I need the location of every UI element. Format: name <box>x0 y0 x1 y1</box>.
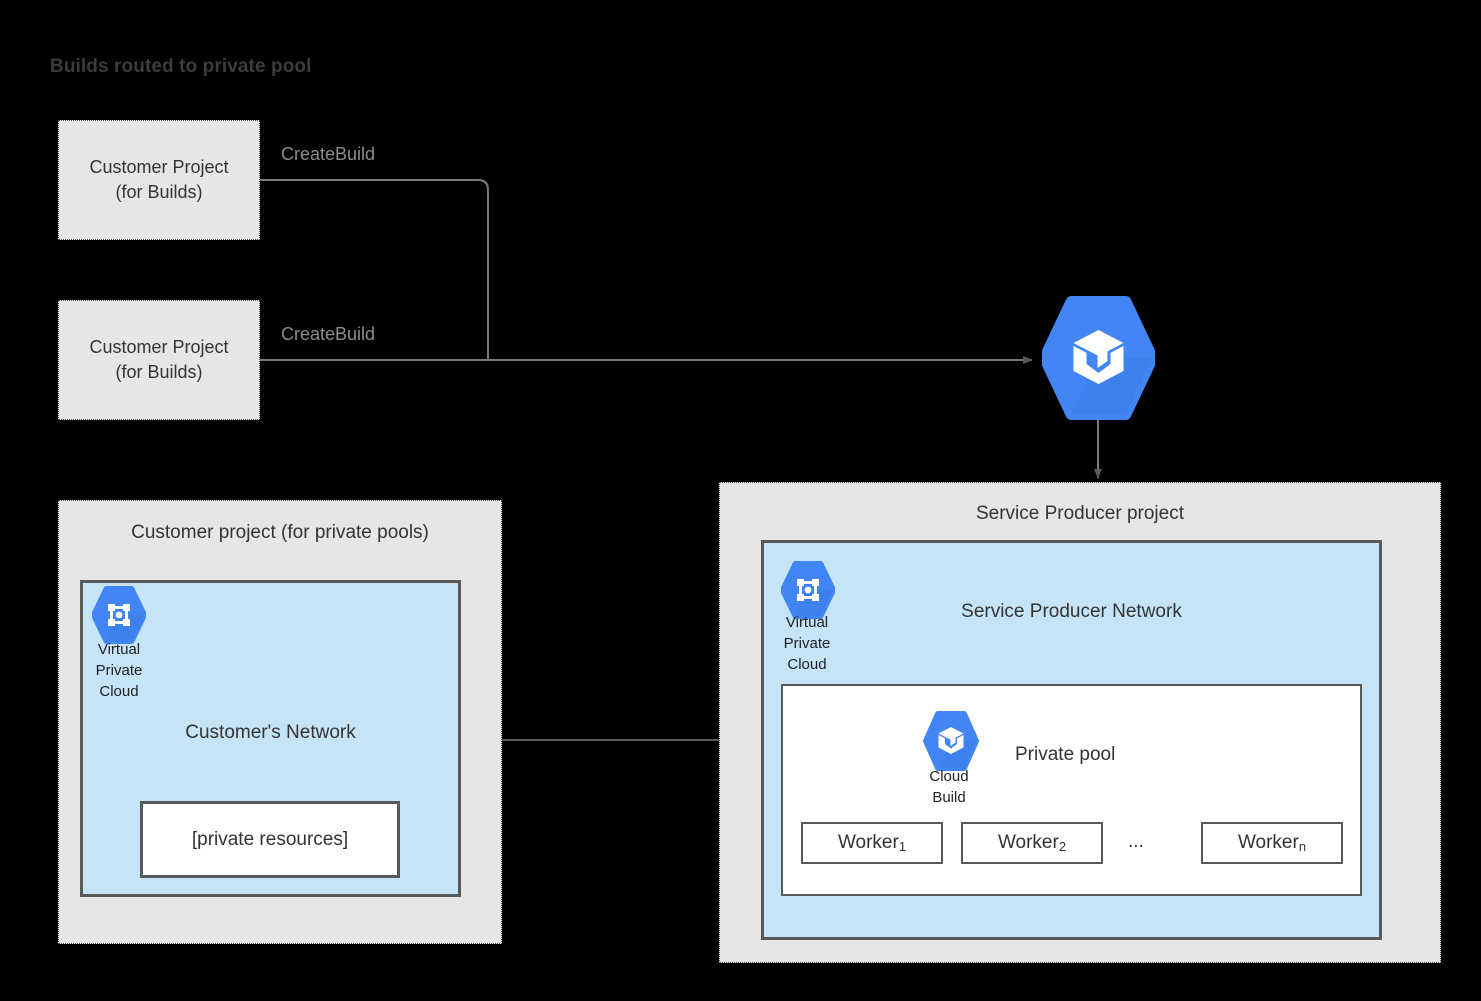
customer-project-build-box-2[interactable]: Customer Project (for Builds) <box>58 300 260 420</box>
vpc-caption-line-3: Cloud <box>99 683 139 700</box>
customers-network-title: Customer's Network <box>185 722 356 743</box>
createbuild-label-1: CreateBuild <box>281 144 376 164</box>
createbuild-label-2: CreateBuild <box>281 324 376 344</box>
cloud-build-caption-line-2: Build <box>932 789 966 806</box>
worker-label: Worker <box>837 832 899 853</box>
page-title: Builds routed to private pool <box>50 56 312 77</box>
service-producer-panel-title: Service Producer project <box>975 503 1185 524</box>
customer-project-build-box-1-line1: Customer Project <box>89 157 229 177</box>
cloud-build-icon[interactable] <box>1042 296 1155 420</box>
customer-project-build-box-2-line1: Customer Project <box>89 337 229 357</box>
service-producer-network-title: Service Producer Network <box>961 601 1182 622</box>
virtual-private-cloud-icon <box>92 586 146 644</box>
worker-label: Worker <box>997 832 1059 853</box>
private-pool-title: Private pool <box>1015 744 1116 765</box>
virtual-private-cloud-caption: Virtual Private Cloud <box>70 639 168 702</box>
cloud-build-icon <box>923 711 979 771</box>
vpc-caption-line-2: Private <box>95 662 143 679</box>
virtual-private-cloud-icon <box>781 561 835 619</box>
customer-project-build-box-2-line2: (for Builds) <box>115 362 203 382</box>
vpc-caption-line-3: Cloud <box>787 656 827 673</box>
virtual-private-cloud-caption: Virtual Private Cloud <box>758 612 856 675</box>
vpc-caption-line-1: Virtual <box>97 641 141 658</box>
private-resources-box[interactable]: [private resources] <box>140 801 400 878</box>
customer-project-build-box-1[interactable]: Customer Project (for Builds) <box>58 120 260 240</box>
worker-ellipsis: ... <box>1128 831 1144 852</box>
cloud-build-caption: Cloud Build <box>902 766 996 808</box>
vpc-caption-line-1: Virtual <box>785 614 829 631</box>
customer-project-build-box-1-line2: (for Builds) <box>115 182 203 202</box>
vpc-caption-line-2: Private <box>783 635 831 652</box>
customer-private-pools-panel-title: Customer project (for private pools) <box>131 522 429 543</box>
worker-label: Worker <box>1237 832 1299 853</box>
cloud-build-caption-line-1: Cloud <box>929 768 969 785</box>
